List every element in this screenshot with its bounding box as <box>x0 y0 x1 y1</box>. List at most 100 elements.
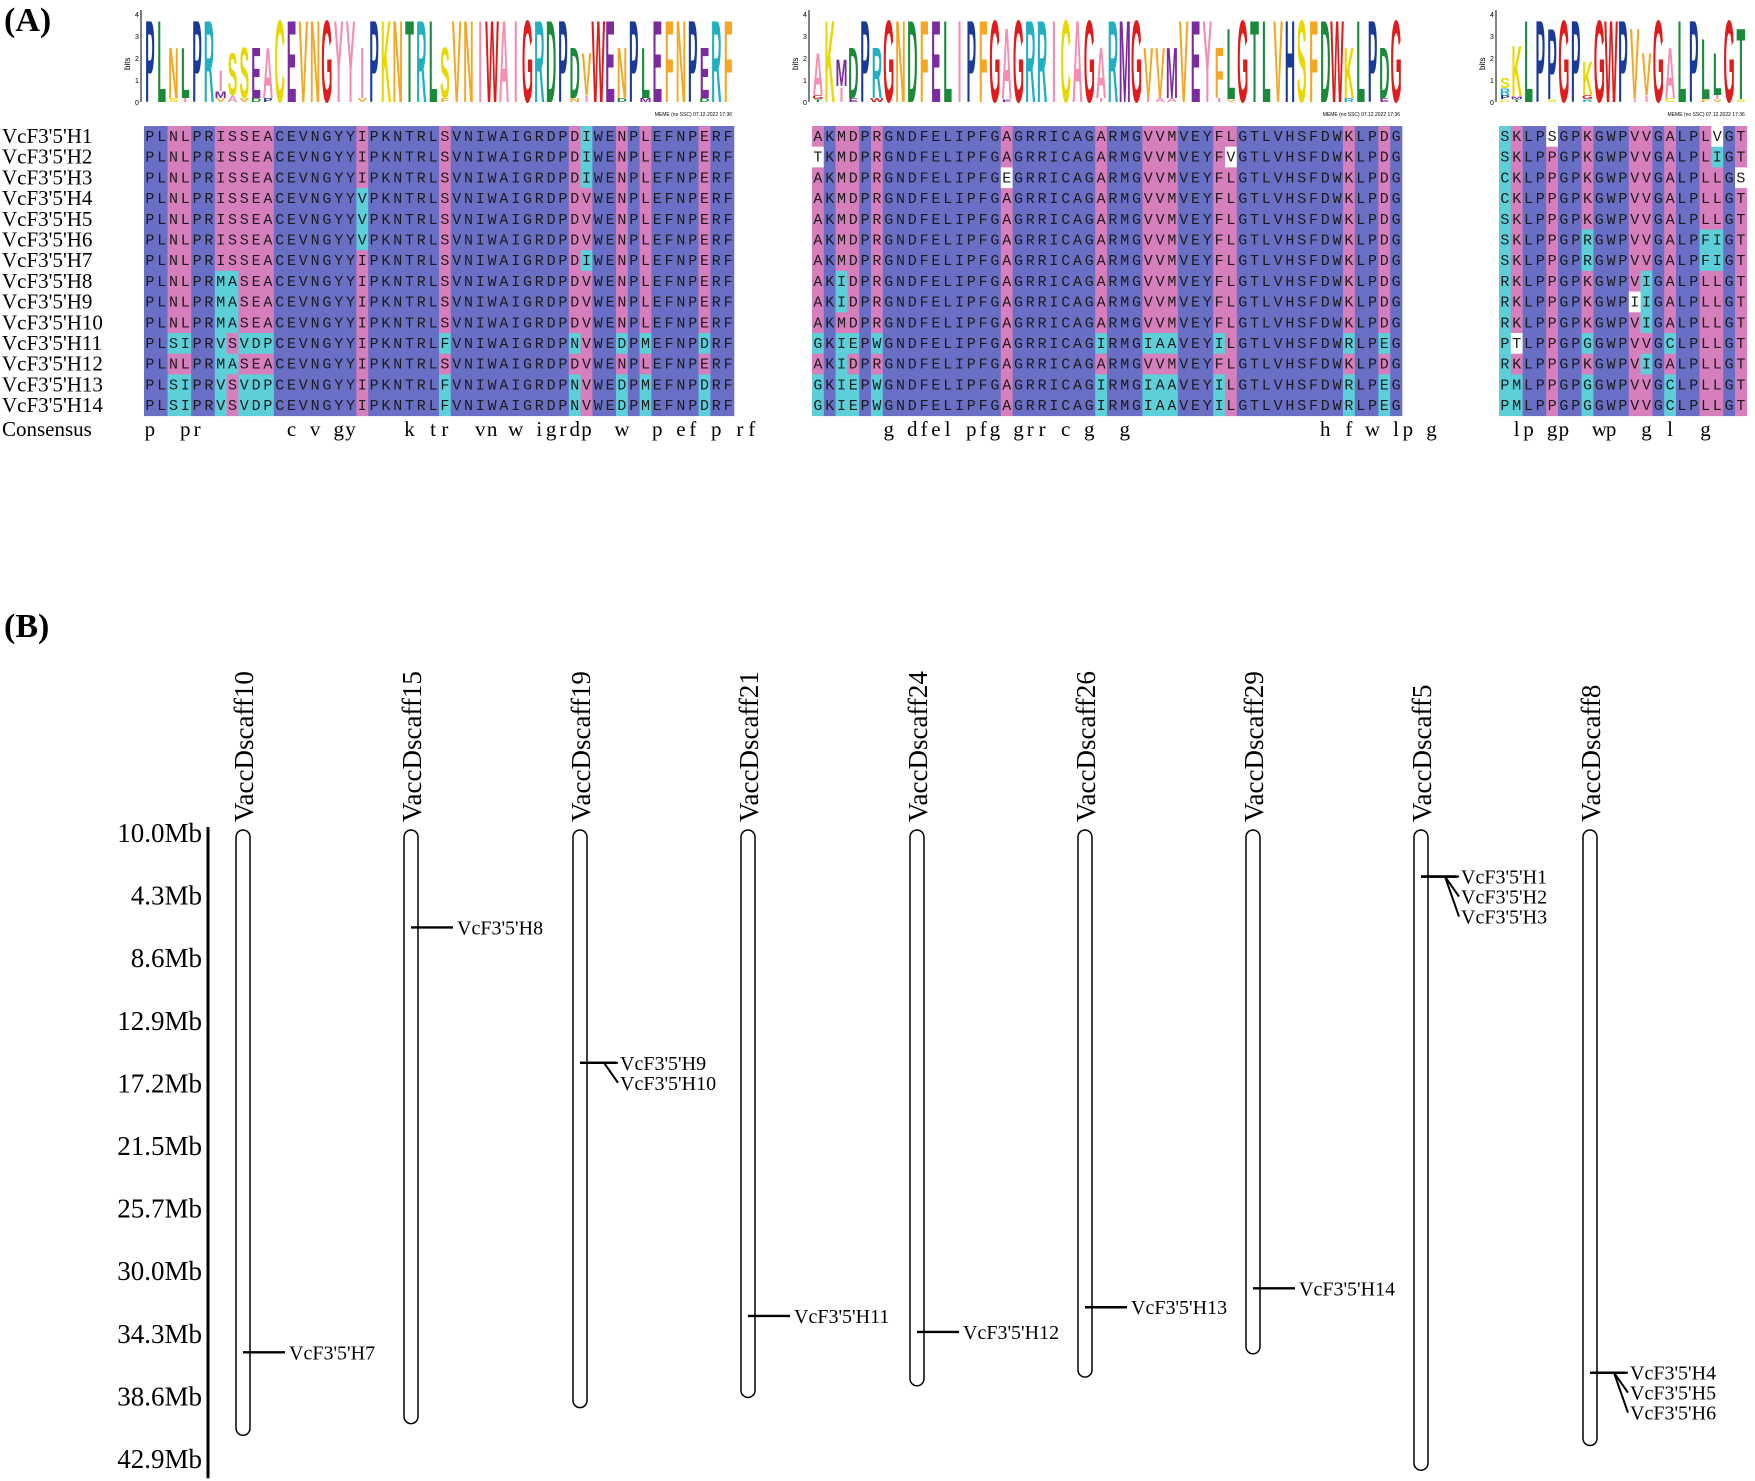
alignment-residue: S <box>240 357 249 374</box>
alignment-residue: R <box>1344 336 1353 353</box>
alignment-residue: P <box>629 170 638 187</box>
alignment-residue: L <box>641 315 650 332</box>
alignment-cell <box>238 353 251 375</box>
alignment-residue: I <box>1049 170 1058 187</box>
alignment-residue: I <box>1144 336 1153 353</box>
alignment-residue: N <box>676 315 685 332</box>
alignment-residue: R <box>1344 398 1353 415</box>
alignment-cell <box>439 167 452 189</box>
alignment-residue: W <box>1333 129 1342 146</box>
alignment-residue: K <box>1583 274 1592 291</box>
alignment-residue: L <box>1262 191 1271 208</box>
alignment-cell <box>356 146 369 168</box>
alignment-cell <box>214 270 227 292</box>
alignment-cell <box>450 229 463 251</box>
alignment-cell <box>203 250 216 272</box>
alignment-residue: G <box>1559 336 1568 353</box>
alignment-residue: V <box>1630 315 1639 332</box>
alignment-cell <box>427 167 440 189</box>
logo-letter: N <box>617 34 627 114</box>
alignment-residue: G <box>322 336 331 353</box>
consensus-residue: f <box>980 417 987 441</box>
alignment-residue: I <box>1049 212 1058 229</box>
alignment-residue: N <box>393 295 402 312</box>
alignment-residue: P <box>370 274 379 291</box>
alignment-cell <box>297 395 310 417</box>
alignment-residue: V <box>299 398 308 415</box>
alignment-residue: D <box>617 377 626 394</box>
alignment-residue: C <box>1061 191 1070 208</box>
alignment-residue: P <box>1618 336 1627 353</box>
consensus-residue: p <box>966 417 977 441</box>
alignment-residue: N <box>169 170 178 187</box>
alignment-residue: R <box>712 398 721 415</box>
alignment-residue: A <box>1097 212 1106 229</box>
alignment-residue: G <box>1392 150 1401 167</box>
alignment-residue: N <box>311 233 320 250</box>
alignment-residue: P <box>1571 336 1580 353</box>
logo-letter: G <box>1131 0 1142 127</box>
alignment-residue: L <box>181 129 190 146</box>
alignment-residue: K <box>1583 315 1592 332</box>
alignment-residue: K <box>825 150 834 167</box>
scale-tick-label: 12.9Mb <box>117 1006 202 1036</box>
alignment-residue: E <box>606 170 615 187</box>
alignment-residue: C <box>1061 357 1070 374</box>
alignment-residue: W <box>1607 357 1616 374</box>
alignment-cell <box>179 333 192 354</box>
alignment-residue: L <box>157 233 166 250</box>
alignment-residue: E <box>700 315 709 332</box>
alignment-residue: I <box>511 295 520 312</box>
consensus-residue: g <box>1700 417 1711 441</box>
alignment-residue: L <box>1701 377 1710 394</box>
alignment-residue: F <box>979 295 988 312</box>
alignment-cell <box>356 208 369 230</box>
alignment-cell <box>273 270 286 292</box>
alignment-cell <box>368 229 381 251</box>
alignment-residue: F <box>665 357 674 374</box>
alignment-residue: L <box>1226 398 1235 415</box>
alignment-residue: I <box>511 212 520 229</box>
alignment-residue: E <box>1191 295 1200 312</box>
alignment-residue: I <box>1049 274 1058 291</box>
alignment-residue: E <box>287 336 296 353</box>
alignment-residue: R <box>204 150 213 167</box>
alignment-residue: G <box>1725 253 1734 270</box>
alignment-residue: V <box>216 398 225 415</box>
logo-letter: V <box>1155 34 1165 114</box>
alignment-residue: F <box>1309 398 1318 415</box>
alignment-cell <box>273 374 286 396</box>
alignment-cell <box>238 250 251 272</box>
alignment-residue: D <box>570 129 579 146</box>
alignment-residue: L <box>1524 357 1533 374</box>
alignment-cell <box>309 167 322 189</box>
alignment-residue: S <box>1297 377 1306 394</box>
scale-tick-label: 30.0Mb <box>117 1256 202 1286</box>
alignment-residue: P <box>193 212 202 229</box>
alignment-residue: D <box>547 357 556 374</box>
alignment-residue: G <box>1392 170 1401 187</box>
alignment-residue: P <box>1689 150 1698 167</box>
alignment-residue: W <box>872 377 881 394</box>
alignment-residue: P <box>1368 336 1377 353</box>
chromosome-map-panel: 10.0Mb4.3Mb8.6Mb12.9Mb17.2Mb21.5Mb25.7Mb… <box>117 671 1716 1479</box>
alignment-residue: E <box>287 191 296 208</box>
alignment-residue: E <box>287 253 296 270</box>
alignment-residue: C <box>275 212 284 229</box>
alignment-residue: F <box>724 357 733 374</box>
alignment-residue: S <box>1297 398 1306 415</box>
consensus-residue: l <box>945 417 951 441</box>
alignment-residue: P <box>145 315 154 332</box>
alignment-residue: V <box>1156 129 1165 146</box>
alignment-residue: D <box>908 212 917 229</box>
logo-letter: Y <box>334 0 344 127</box>
alignment-residue: P <box>1618 274 1627 291</box>
alignment-residue: E <box>606 253 615 270</box>
alignment-cell <box>391 312 404 334</box>
alignment-cell <box>226 167 239 189</box>
logo-letter: W <box>592 0 606 127</box>
alignment-cell <box>462 229 475 251</box>
alignment-residue: Y <box>346 212 355 229</box>
alignment-cell <box>297 229 310 251</box>
